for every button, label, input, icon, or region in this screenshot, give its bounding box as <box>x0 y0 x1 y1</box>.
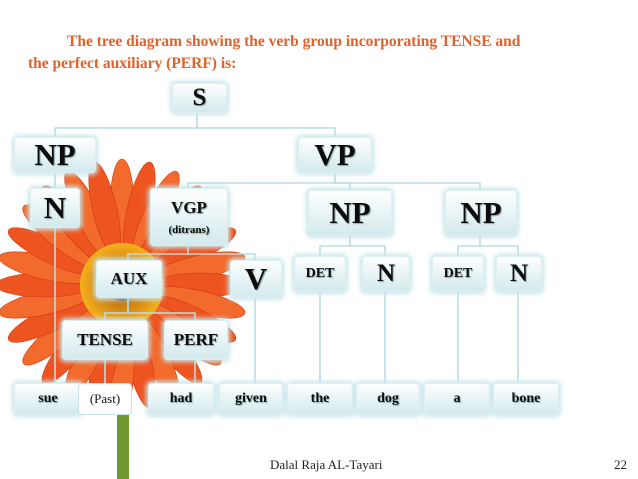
node-np-object1: NP <box>308 190 392 236</box>
leaf-a: a <box>424 383 490 415</box>
leaf-bone: bone <box>493 383 559 415</box>
node-vp: VP <box>298 137 372 173</box>
node-vgp-subtype: (ditrans) <box>168 224 210 236</box>
node-perf: PERF <box>164 320 228 360</box>
leaf-the: the <box>287 383 353 415</box>
node-aux: AUX <box>96 260 162 298</box>
title-line-1: The tree diagram showing the verb group … <box>67 33 521 50</box>
leaf-had: had <box>148 383 214 415</box>
node-tense: TENSE <box>62 320 148 360</box>
node-vgp: VGP (ditrans) <box>150 188 228 246</box>
slide-title: The tree diagram showing the verb group … <box>28 31 608 75</box>
node-det-2: DET <box>432 256 484 292</box>
node-n-1: N <box>362 256 410 292</box>
page-number: 22 <box>614 457 627 472</box>
leaf-given: given <box>219 383 283 415</box>
node-n-subject: N <box>30 188 80 228</box>
flower-stem <box>117 395 129 479</box>
node-s: S <box>172 83 227 113</box>
node-np-object2: NP <box>445 190 517 236</box>
node-n-2: N <box>496 256 542 292</box>
leaf-dog: dog <box>356 383 420 415</box>
node-np-subject: NP <box>14 137 96 173</box>
node-det-1: DET <box>294 256 346 292</box>
footer-author: Dalal Raja AL-Tayari <box>270 457 383 472</box>
leaf-past: (Past) <box>78 383 132 415</box>
node-v: V <box>230 260 282 298</box>
title-line-2: the perfect auxiliary (PERF) is: <box>28 55 237 72</box>
leaf-sue: sue <box>14 383 82 415</box>
